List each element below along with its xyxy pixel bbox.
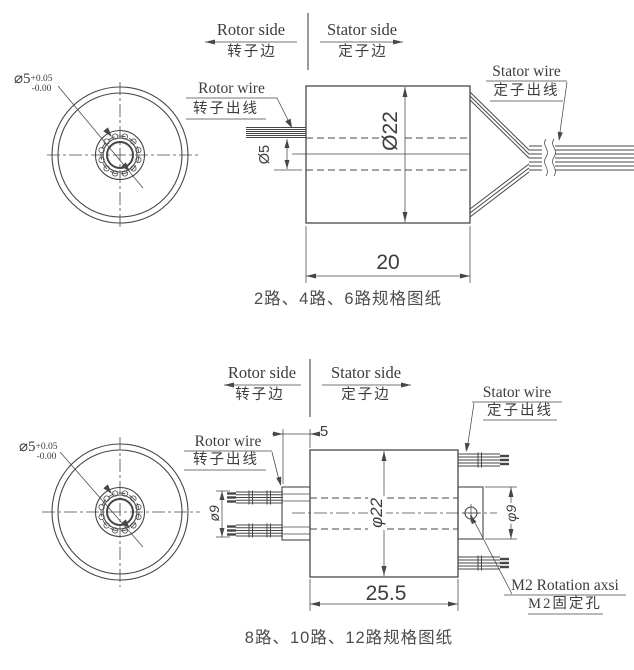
m2-label-en: M2 Rotation axsi [511,577,619,594]
rotor-wires [246,127,306,138]
dim-rotor-bundle-diameter-label: ø9 [205,504,222,522]
dim-stator-boss-diameter-label: φ9 [502,502,519,524]
dim-length [309,579,459,611]
stator-wire-label-en: Stator wire [492,63,561,80]
rotor-wire-label-zh: 转子出线 [193,101,259,117]
top-annotations [186,13,568,141]
bore-callout-top: ⌀5+0.05-0.00 [14,71,53,94]
rotor-wire-label-en: Rotor wire [194,433,262,450]
stator-wire-label-zh: 定子出线 [493,83,560,99]
top-front-view [47,82,200,228]
stator-side-label-zh: 定子边 [341,387,391,403]
stator-wire-label-zh: 定子出线 [487,403,553,419]
wire-break-mark [552,138,556,177]
stator-side-label-en: Stator side [330,363,402,382]
dim-body-diameter [402,87,408,222]
bottom-annotations [184,359,626,615]
stator-side-label-zh: 定子边 [338,44,388,60]
stator-wire-bundle-top [458,452,509,468]
rotor-boss [281,486,311,541]
dim-length-label: 20 [376,251,400,274]
bore-callout-bottom: ⌀5+0.05-0.00 [19,439,58,462]
top-side-view [246,85,634,283]
rotor-side-label-zh: 转子边 [235,387,285,403]
dim-boss-length [272,429,320,484]
rotor-side-label-zh: 转子边 [227,44,277,60]
dim-length-label: 25.5 [365,582,407,605]
stator-wires [469,91,634,218]
bore-callout-leader [57,85,144,189]
m2-label-zh: M2固定孔 [528,596,602,612]
caption-top: 2路、4路、6路规格图纸 [253,290,443,308]
stator-wire-bundle-bottom [458,555,509,571]
rotor-wire-bundle-top [227,490,310,505]
dim-bore-diameter-label: Ø5 [257,143,274,167]
m2-leader [470,514,513,595]
stator-wire-leader [466,402,475,451]
rotor-wire-label-en: Rotor wire [198,80,265,97]
stator-wire-leader [558,81,568,140]
stator-wire-label-en: Stator wire [482,384,552,401]
bore-callout-leader [59,451,144,548]
dim-length [305,226,471,283]
rotor-side-label-en: Rotor side [216,20,286,39]
bottom-front-view [42,437,200,587]
caption-bottom: 8路、10路、12路规格图纸 [244,629,454,647]
rotor-side-label-en: Rotor side [227,363,297,382]
dim-body-diameter-label: Ø22 [378,109,403,153]
dim-boss-length-label: 5 [319,423,329,440]
wire-break-mark [544,138,548,177]
stator-side-label-en: Stator side [326,20,398,39]
rotor-wire-bundle-bottom [227,523,310,538]
dim-body-diameter-label: φ22 [367,496,387,530]
dim-bore-diameter [274,139,302,171]
rotor-wire-label-zh: 转子出线 [193,452,259,468]
dim-rotor-bundle-diameter [216,490,230,538]
